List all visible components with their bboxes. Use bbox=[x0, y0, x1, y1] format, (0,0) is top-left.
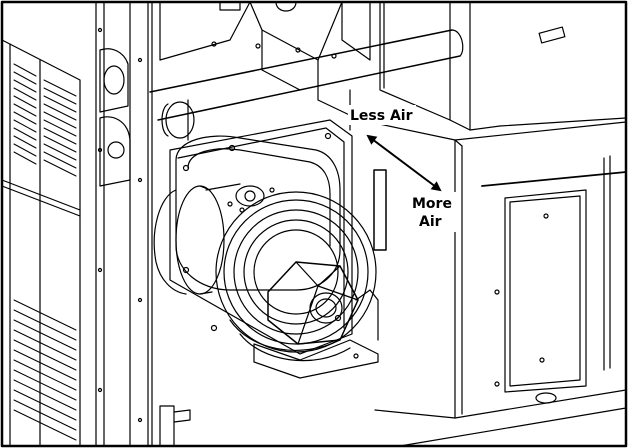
panel-screw-bottom bbox=[539, 357, 545, 363]
air-slot-plate bbox=[373, 169, 387, 251]
right-cabinet bbox=[399, 121, 627, 447]
motor-end-cap bbox=[267, 261, 359, 345]
panel-screw-top bbox=[543, 213, 549, 219]
frame-posts bbox=[95, 1, 191, 447]
upper-cabinet bbox=[379, 1, 627, 131]
floor-hole bbox=[535, 392, 557, 404]
motor-rings bbox=[215, 191, 377, 362]
left-vented-panel bbox=[1, 39, 81, 447]
less-air-label: Less Air bbox=[350, 108, 413, 124]
cabinet-panel bbox=[504, 189, 587, 393]
gas-valve bbox=[99, 48, 131, 187]
fitting-top bbox=[275, 1, 297, 12]
damper-plate bbox=[169, 119, 353, 355]
lower-bracket bbox=[253, 289, 379, 379]
air-adjust-arrow bbox=[366, 134, 442, 192]
back-sheet bbox=[159, 1, 371, 121]
more-air-label-line2: Air bbox=[419, 214, 442, 230]
blower-port bbox=[235, 185, 265, 207]
inducer-cylinder bbox=[153, 185, 225, 295]
more-air-label-line1: More bbox=[412, 196, 452, 212]
gas-pipe bbox=[149, 29, 464, 141]
blower-housing bbox=[175, 135, 341, 291]
label-plate bbox=[538, 26, 566, 44]
pipe-elbow bbox=[165, 101, 195, 139]
